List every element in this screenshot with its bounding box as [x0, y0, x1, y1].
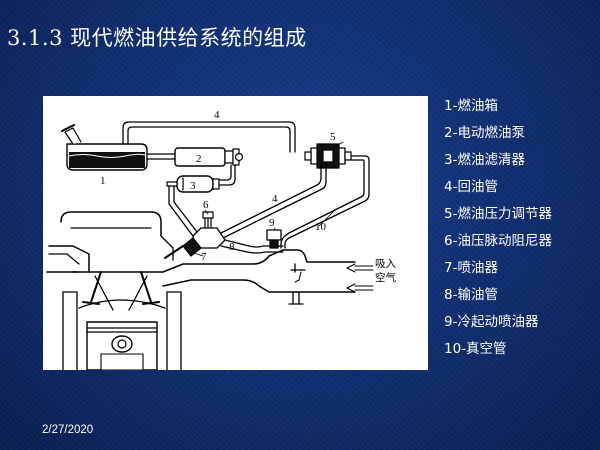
callout-2: 2 — [196, 153, 202, 165]
engine-cylinder-head — [46, 211, 174, 273]
air-intake-label-line1: 吸入 — [375, 258, 396, 270]
slide-date: 2/27/2020 — [42, 424, 94, 436]
callout-4-lower: 4 — [272, 193, 278, 205]
component-legend: 1-燃油箱 2-电动燃油泵 3-燃油滤清器 4-回油管 5-燃油压力调节器 6-… — [444, 96, 552, 366]
return-line-lower — [210, 163, 322, 239]
callout-7: 7 — [201, 251, 207, 263]
callout-8: 8 — [229, 241, 235, 253]
callout-6: 6 — [203, 199, 209, 211]
legend-item-fuel-rail: 8-输油管 — [444, 287, 498, 303]
intake-manifold — [72, 249, 356, 311]
callout-9: 9 — [269, 217, 275, 229]
engine-cylinder — [62, 271, 182, 370]
legend-item-fuel-filter: 3-燃油滤清器 — [444, 152, 525, 168]
slide-title: 3.1.3 现代燃油供给系统的组成 — [7, 26, 307, 50]
legend-item-fuel-tank: 1-燃油箱 — [444, 98, 498, 114]
fuel-rail — [192, 227, 284, 254]
fuel-filter — [166, 175, 220, 193]
intake-air-arrows — [346, 263, 374, 293]
callout-4-top: 4 — [214, 109, 220, 121]
legend-item-injector: 7-喷油器 — [444, 260, 498, 276]
callout-3: 3 — [190, 180, 196, 192]
fuel-system-diagram: 1 2 3 4 4 5 6 7 8 9 10 吸入 空气 — [43, 96, 428, 370]
legend-item-return-line: 4-回油管 — [444, 179, 498, 195]
fuel-pressure-regulator — [304, 143, 352, 169]
callout-5: 5 — [330, 131, 336, 143]
legend-item-pulsation-damper: 6-油压脉动阻尼器 — [444, 233, 552, 249]
cold-start-injector — [266, 229, 282, 249]
legend-item-cold-start-injector: 9-冷起动喷油器 — [444, 314, 539, 330]
fuel-tank — [61, 124, 148, 171]
callout-1: 1 — [100, 175, 106, 187]
return-line-top — [122, 121, 296, 153]
air-intake-label-line2: 空气 — [375, 271, 396, 284]
legend-item-pressure-regulator: 5-燃油压力调节器 — [444, 206, 552, 222]
fuel-injector — [164, 237, 202, 259]
legend-item-electric-pump: 2-电动燃油泵 — [444, 125, 525, 141]
piston — [86, 321, 158, 370]
callout-10: 10 — [315, 221, 327, 233]
electric-fuel-pump — [174, 147, 244, 167]
legend-item-vacuum-line: 10-真空管 — [444, 341, 507, 357]
vacuum-line — [284, 155, 370, 249]
